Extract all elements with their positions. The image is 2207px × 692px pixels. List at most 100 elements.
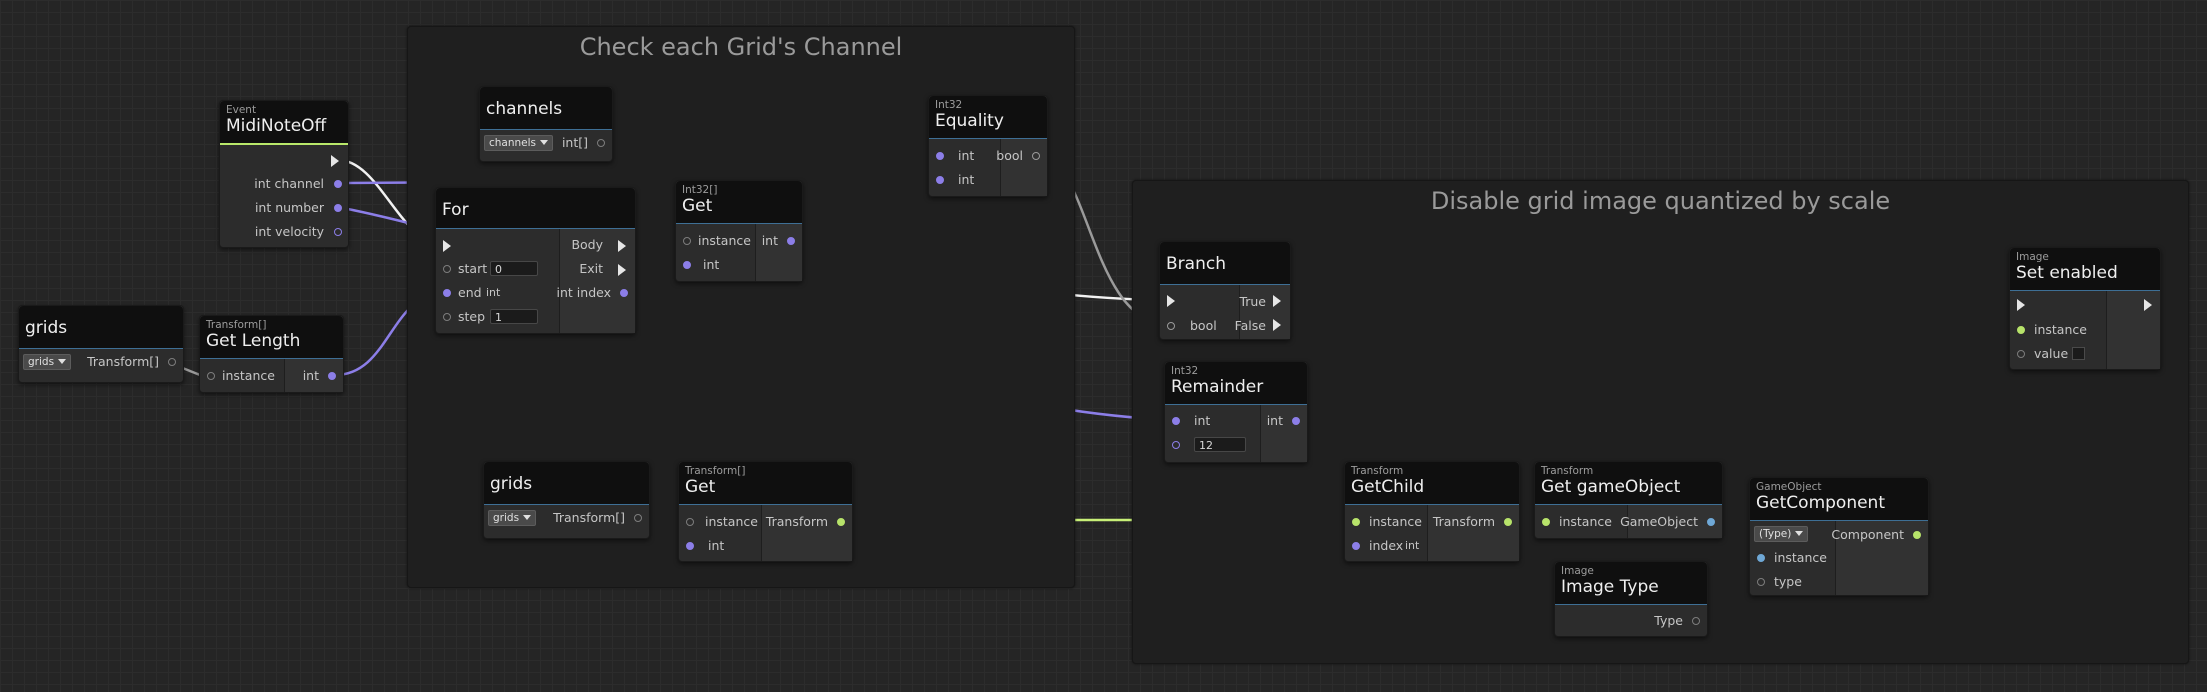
port-out[interactable] — [597, 139, 605, 147]
out-pin-transform-array: Transform[] — [87, 354, 159, 369]
port-out-component[interactable] — [1913, 531, 1921, 539]
in-pin-int: int — [1194, 413, 1211, 428]
node-equality[interactable]: Int32 Equality int int bool — [928, 95, 1048, 197]
port-instance[interactable] — [683, 237, 691, 245]
port-instance[interactable] — [1352, 518, 1360, 526]
port-out-gameobject[interactable] — [1707, 518, 1715, 526]
node-header: Image Image Type — [1555, 562, 1707, 605]
out-pin-gameobject: GameObject — [1620, 514, 1698, 529]
node-get-child[interactable]: Transform GetChild instance index int Tr… — [1344, 461, 1520, 562]
node-get-length[interactable]: Transform[] Get Length instance int — [199, 315, 344, 393]
node-for-loop[interactable]: For start 0 end int step 1 Body Exit int… — [435, 187, 636, 334]
port-out-int[interactable] — [787, 237, 795, 245]
node-grids-variable-2[interactable]: grids grids Transform[] — [483, 461, 650, 539]
in-pin-index-type: int — [1405, 539, 1420, 552]
port-divisor[interactable] — [1172, 441, 1180, 449]
port-out[interactable] — [168, 358, 176, 366]
node-channels-variable[interactable]: channels channels int[] — [479, 86, 613, 162]
variable-dropdown[interactable]: grids — [23, 354, 72, 370]
node-subtitle: GameObject — [1756, 481, 1822, 493]
exec-out-port[interactable] — [331, 155, 339, 167]
port-end[interactable] — [443, 289, 451, 297]
in-pin-index: index — [1369, 538, 1404, 553]
exec-in-port[interactable] — [2017, 299, 2025, 311]
port-index[interactable] — [1352, 542, 1360, 550]
port-index[interactable] — [683, 261, 691, 269]
port-b[interactable] — [936, 176, 944, 184]
node-title: Remainder — [1171, 377, 1264, 397]
node-header: Transform[] Get Length — [200, 316, 343, 359]
node-title: GetComponent — [1756, 493, 1885, 513]
in-pin-bool: bool — [1190, 318, 1217, 333]
out-pin-channel: int channel — [254, 176, 324, 191]
port-velocity[interactable] — [334, 228, 342, 236]
node-subtitle: Event — [226, 104, 257, 116]
port-start[interactable] — [443, 265, 451, 273]
exec-body-port[interactable] — [618, 240, 626, 252]
port-out-int[interactable] — [1292, 417, 1300, 425]
port-condition[interactable] — [1167, 322, 1175, 330]
divisor-value-field[interactable]: 12 — [1194, 437, 1246, 452]
port-channel[interactable] — [334, 180, 342, 188]
exec-true-port[interactable] — [1273, 295, 1281, 307]
value-checkbox[interactable] — [2072, 347, 2085, 360]
node-title: MidiNoteOff — [226, 116, 327, 136]
type-dropdown[interactable]: (Type) — [1754, 526, 1809, 542]
port-instance[interactable] — [1542, 518, 1550, 526]
node-image-type[interactable]: Image Image Type Type — [1554, 561, 1708, 637]
node-title: For — [442, 200, 469, 220]
port-instance[interactable] — [1757, 554, 1765, 562]
exec-in-port[interactable] — [1167, 295, 1175, 307]
port-value[interactable] — [2017, 350, 2025, 358]
variable-dropdown[interactable]: channels — [484, 135, 554, 151]
port-out-transform[interactable] — [1504, 518, 1512, 526]
port-out-transform[interactable] — [837, 518, 845, 526]
in-pin-type: type — [1774, 574, 1802, 589]
output-column — [1000, 139, 1047, 196]
port-a[interactable] — [936, 152, 944, 160]
node-midi-note-off[interactable]: Event MidiNoteOff int channel int number… — [219, 100, 349, 248]
node-get-int[interactable]: Int32[] Get instance int int — [675, 180, 803, 282]
port-instance[interactable] — [686, 518, 694, 526]
in-pin-step: step — [458, 309, 486, 324]
in-pin-end-type: int — [486, 286, 501, 299]
in-pin-end: end — [458, 285, 482, 300]
exec-in-port[interactable] — [443, 240, 451, 252]
in-pin-instance: instance — [1774, 550, 1827, 565]
port-instance[interactable] — [2017, 326, 2025, 334]
step-value-field[interactable]: 1 — [490, 309, 538, 324]
port-type[interactable] — [1757, 578, 1765, 586]
out-pin-bool: bool — [996, 148, 1023, 163]
node-header: Event MidiNoteOff — [220, 101, 348, 145]
port-out-int[interactable] — [328, 372, 336, 380]
port-instance[interactable] — [207, 372, 215, 380]
node-set-enabled[interactable]: Image Set enabled instance value — [2009, 247, 2161, 370]
output-column — [1239, 285, 1290, 339]
out-pin-transform-array: Transform[] — [553, 510, 625, 525]
variable-dropdown[interactable]: grids — [488, 510, 537, 526]
node-remainder[interactable]: Int32 Remainder int 12 int — [1164, 361, 1308, 463]
node-get-transform[interactable]: Transform[] Get instance int Transform — [678, 461, 853, 562]
port-index[interactable] — [686, 542, 694, 550]
exec-exit-port[interactable] — [618, 264, 626, 276]
node-get-gameobject[interactable]: Transform Get gameObject instance GameOb… — [1534, 461, 1723, 539]
exec-out-port[interactable] — [2144, 299, 2152, 311]
out-pin-int: int — [302, 368, 319, 383]
port-out-type[interactable] — [1692, 617, 1700, 625]
start-value-field[interactable]: 0 — [490, 261, 538, 276]
port-out-bool[interactable] — [1032, 152, 1040, 160]
node-grids-variable[interactable]: grids grids Transform[] — [18, 305, 184, 383]
out-pin-int: int — [761, 233, 778, 248]
port-number[interactable] — [334, 204, 342, 212]
node-branch[interactable]: Branch bool True False — [1159, 241, 1291, 340]
node-title: grids — [490, 474, 533, 494]
port-step[interactable] — [443, 313, 451, 321]
port-out[interactable] — [634, 514, 642, 522]
node-title: channels — [486, 99, 563, 119]
node-get-component[interactable]: GameObject GetComponent (Type) instance … — [1749, 477, 1929, 596]
exec-false-port[interactable] — [1273, 319, 1281, 331]
in-pin-int: int — [708, 538, 725, 553]
port-dividend[interactable] — [1172, 417, 1180, 425]
node-header: Int32[] Get — [676, 181, 802, 224]
port-index[interactable] — [620, 289, 628, 297]
